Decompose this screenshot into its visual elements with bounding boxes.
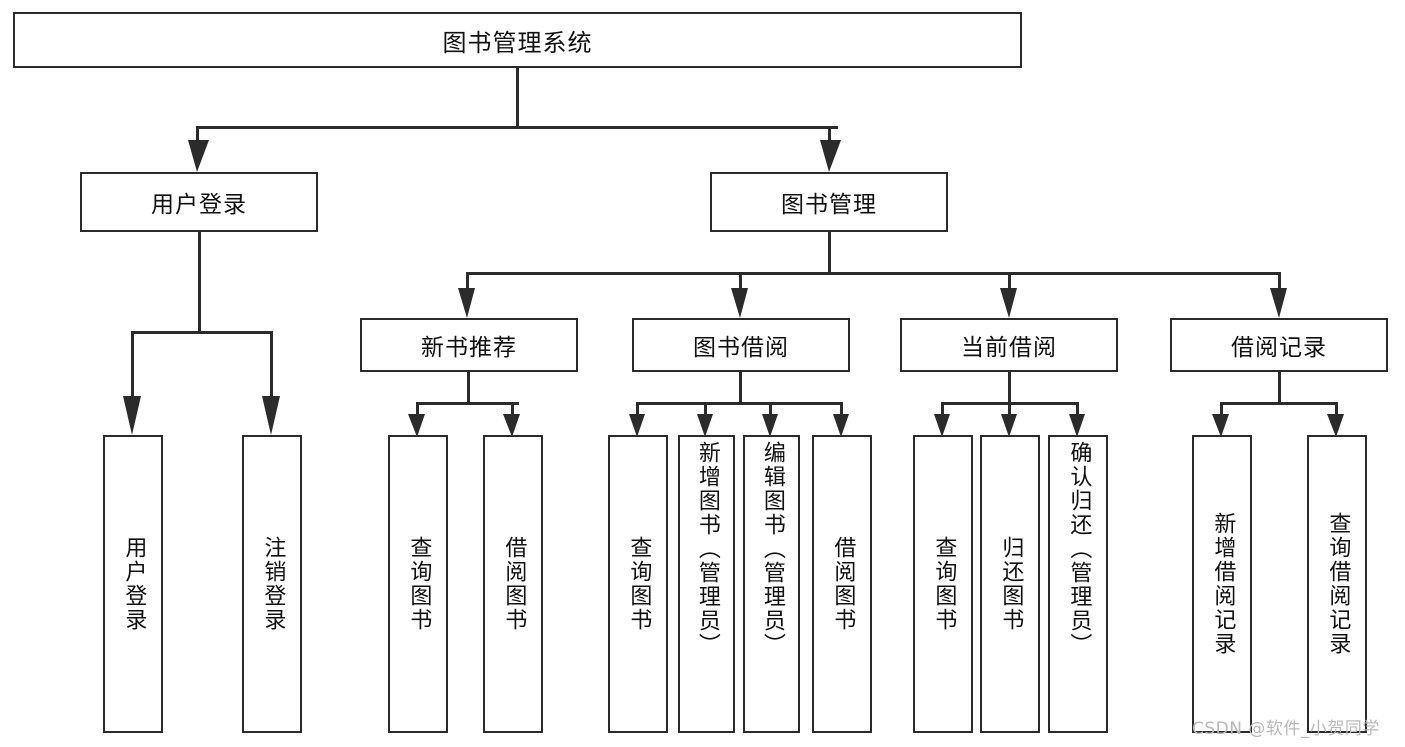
connector-book-manage-bus — [466, 272, 1280, 275]
connector-user-login-to-leaf-1 — [131, 331, 134, 403]
connector-current-borrow-stem — [1008, 372, 1011, 404]
connector-book-borrow-to-leaf-1 — [636, 402, 639, 424]
leaf-add-book-admin[interactable]: 新增图书（管理员） — [678, 435, 735, 733]
leaf-label: 借阅图书 — [501, 536, 527, 632]
leaf-label: 查询借阅记录 — [1325, 512, 1351, 656]
leaf-borrow-book[interactable]: 借阅图书 — [812, 435, 872, 733]
node-label: 借阅记录 — [1231, 335, 1327, 361]
connector-borrow-record-bus — [1220, 402, 1335, 405]
connector-current-borrow-to-leaf-3 — [1076, 402, 1079, 424]
node-book-borrow[interactable]: 图书借阅 — [632, 318, 850, 372]
leaf-logout-login[interactable]: 注销登录 — [242, 435, 302, 733]
connector-book-borrow-bus — [636, 402, 842, 405]
connector-book-manage-to-current-borrow — [1008, 272, 1011, 290]
leaf-add-borrow-record[interactable]: 新增借阅记录 — [1192, 435, 1252, 733]
node-label: 图书管理系统 — [442, 28, 593, 57]
connector-new-book-bus — [416, 402, 519, 405]
connector-current-borrow-to-leaf-1 — [941, 402, 944, 424]
node-label: 新书推荐 — [421, 335, 517, 361]
connector-borrow-record-to-leaf-2 — [1335, 402, 1338, 424]
leaf-label: 新增图书（管理员） — [694, 441, 720, 657]
leaf-label: 用户登录 — [121, 536, 147, 632]
connector-book-manage-to-new-book — [466, 272, 469, 290]
connector-book-manage-stem — [828, 232, 831, 274]
leaf-query-book-current[interactable]: 查询图书 — [913, 435, 973, 733]
node-borrow-record[interactable]: 借阅记录 — [1170, 318, 1388, 372]
leaf-query-book-borrow[interactable]: 查询图书 — [608, 435, 668, 733]
connector-book-borrow-to-leaf-3 — [769, 402, 772, 424]
leaf-label: 查询图书 — [626, 536, 652, 632]
node-book-management[interactable]: 图书管理 — [710, 172, 948, 232]
leaf-label: 新增借阅记录 — [1210, 512, 1236, 656]
connector-new-book-to-leaf-2 — [511, 402, 514, 424]
connector-user-login-bus — [131, 331, 270, 334]
leaf-query-book-recommend[interactable]: 查询图书 — [388, 435, 448, 733]
leaf-edit-book-admin[interactable]: 编辑图书（管理员） — [743, 435, 800, 733]
connector-current-borrow-to-leaf-2 — [1008, 402, 1011, 424]
node-label: 图书管理 — [781, 192, 877, 218]
node-root-library-management-system[interactable]: 图书管理系统 — [13, 12, 1022, 68]
connector-borrow-record-stem — [1278, 372, 1281, 404]
connector-new-book-stem — [467, 372, 470, 404]
leaf-borrow-book-recommend[interactable]: 借阅图书 — [483, 435, 543, 733]
leaf-label: 编辑图书（管理员） — [759, 441, 785, 657]
connector-borrow-record-to-leaf-1 — [1220, 402, 1223, 424]
leaf-query-borrow-record[interactable]: 查询借阅记录 — [1307, 435, 1367, 733]
connector-root-to-book-manage — [828, 126, 831, 150]
node-user-login[interactable]: 用户登录 — [80, 172, 318, 232]
node-label: 用户登录 — [151, 192, 247, 218]
leaf-label: 借阅图书 — [830, 536, 856, 632]
connector-book-manage-to-book-borrow — [739, 272, 742, 290]
leaf-return-book[interactable]: 归还图书 — [980, 435, 1040, 733]
leaf-label: 查询图书 — [406, 536, 432, 632]
leaf-label: 确认归还（管理员） — [1066, 441, 1092, 657]
leaf-confirm-return-admin[interactable]: 确认归还（管理员） — [1048, 435, 1108, 733]
leaf-label: 归还图书 — [998, 536, 1024, 632]
connector-user-login-to-leaf-2 — [270, 331, 273, 403]
connector-root-stem — [516, 68, 519, 128]
connector-book-borrow-to-leaf-4 — [840, 402, 843, 424]
connector-book-manage-to-borrow-record — [1278, 272, 1281, 290]
leaf-user-login[interactable]: 用户登录 — [103, 435, 163, 733]
connector-new-book-to-leaf-1 — [416, 402, 419, 424]
leaf-label: 查询图书 — [931, 536, 957, 632]
watermark-text: CSDN @软件_小贺同学 — [1192, 719, 1380, 739]
connector-root-to-user-login — [196, 126, 199, 150]
node-current-borrow[interactable]: 当前借阅 — [900, 318, 1118, 372]
connector-book-borrow-to-leaf-2 — [704, 402, 707, 424]
connector-root-bus — [196, 126, 838, 129]
leaf-label: 注销登录 — [260, 536, 286, 632]
node-label: 当前借阅 — [961, 335, 1057, 361]
connector-book-borrow-stem — [739, 372, 742, 404]
connector-user-login-stem — [198, 232, 201, 333]
node-label: 图书借阅 — [693, 335, 789, 361]
node-new-book-recommend[interactable]: 新书推荐 — [360, 318, 578, 372]
